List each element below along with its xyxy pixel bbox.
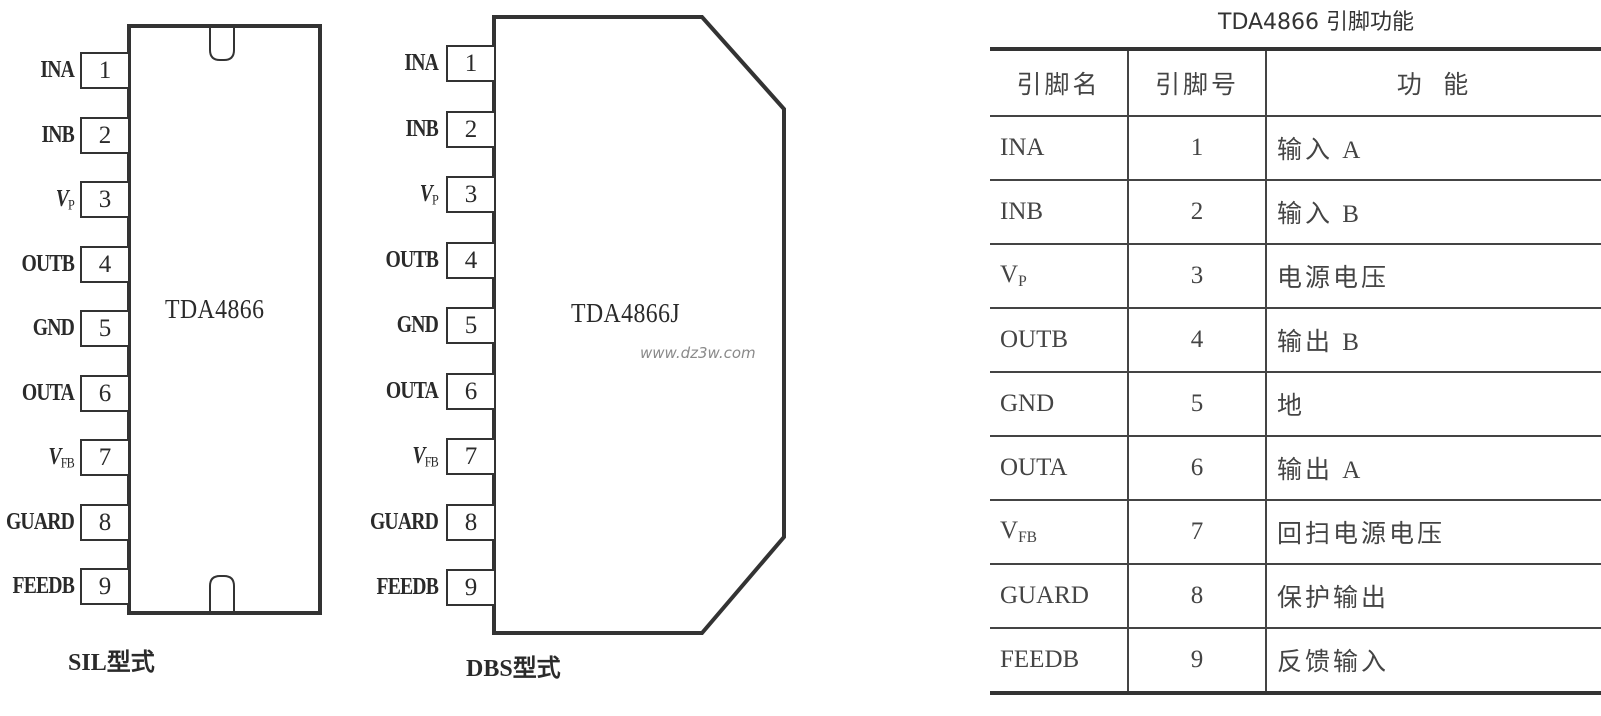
cell-pin-name: FEEDB [990, 627, 1128, 695]
pin-number-box: 9 [446, 569, 494, 606]
pin-number-box: 3 [446, 176, 494, 213]
cell-function: 地 [1266, 371, 1601, 437]
dbs-chip-name: TDA4866J [571, 298, 681, 328]
cell-function: 输出 B [1266, 307, 1601, 373]
pin-number-box: 4 [80, 245, 128, 283]
cell-pin-number: 4 [1127, 307, 1267, 373]
cell-pin-name: OUTB [990, 307, 1128, 373]
cell-pin-name: GND [990, 371, 1128, 437]
cell-pin-number: 3 [1127, 243, 1267, 309]
sil-caption: SIL型式 [68, 650, 155, 676]
pin-label: GND [396, 312, 439, 338]
pin-label: GUARD [5, 508, 75, 535]
sil-top-notch-icon [209, 26, 235, 61]
cell-pin-name: INA [990, 115, 1128, 181]
pin-number-box: 5 [80, 310, 128, 347]
pin-label: VP [419, 181, 439, 209]
cell-function: 输入 B [1266, 179, 1601, 245]
header-function: 功 能 [1266, 47, 1601, 117]
pin-number-box: 6 [446, 372, 494, 410]
pin-label: VFB [48, 444, 74, 472]
pin-label: VP [55, 186, 75, 214]
cell-pin-number: 2 [1127, 179, 1267, 245]
pin-number-box: 8 [446, 503, 494, 541]
dbs-caption: DBS型式 [466, 656, 561, 682]
cell-function: 电源电压 [1266, 243, 1601, 309]
cell-pin-number: 6 [1127, 435, 1267, 501]
pin-number-box: 8 [80, 503, 128, 541]
cell-pin-number: 5 [1127, 371, 1267, 437]
pin-label: FEEDB [376, 574, 438, 600]
pin-number-box: 4 [446, 241, 494, 279]
pin-number-box: 6 [80, 374, 128, 412]
sil-chip-body [127, 24, 322, 615]
pin-number-box: 7 [80, 439, 128, 476]
pin-number-box: 9 [80, 568, 128, 605]
pin-number-box: 1 [446, 45, 494, 82]
table-header-row: 引脚名 引脚号 功 能 [990, 47, 1601, 117]
pin-label: INB [405, 115, 438, 142]
cell-pin-number: 1 [1127, 115, 1267, 181]
pin-label: INA [404, 50, 438, 76]
cell-pin-number: 7 [1127, 499, 1267, 565]
sil-bottom-notch-icon [209, 575, 235, 612]
cell-pin-name: GUARD [990, 563, 1128, 629]
cell-function: 反馈输入 [1266, 627, 1601, 695]
pin-label: OUTB [385, 246, 439, 273]
pin-number-box: 3 [80, 181, 128, 218]
cell-pin-name: INB [990, 179, 1128, 245]
cell-pin-name: OUTA [990, 435, 1128, 501]
pin-number-box: 7 [446, 438, 494, 475]
pin-number-box: 2 [446, 110, 494, 148]
header-pin-name: 引脚名 [990, 47, 1128, 117]
dbs-chip-body [492, 15, 786, 635]
pin-number-box: 1 [80, 52, 128, 89]
pin-label: INB [41, 121, 74, 148]
pin-label: VFB [412, 443, 438, 471]
cell-pin-number: 9 [1127, 627, 1267, 695]
cell-pin-number: 8 [1127, 563, 1267, 629]
pin-label: OUTA [21, 379, 75, 406]
pin-label: OUTB [21, 250, 75, 277]
cell-function: 输入 A [1266, 115, 1601, 181]
pin-label: FEEDB [12, 573, 74, 599]
cell-function: 输出 A [1266, 435, 1601, 501]
cell-function: 回扫电源电压 [1266, 499, 1601, 565]
cell-function: 保护输出 [1266, 563, 1601, 629]
pin-label: OUTA [385, 377, 439, 404]
pin-number-box: 2 [80, 116, 128, 154]
pin-label: INA [40, 57, 74, 83]
sil-chip-name: TDA4866 [165, 294, 265, 324]
pin-label: GUARD [369, 508, 439, 535]
pin-label: GND [32, 315, 75, 341]
table-title: TDA4866 引脚功能 [1218, 10, 1415, 35]
watermark: www.dz3w.com [640, 344, 756, 362]
header-pin-number: 引脚号 [1127, 47, 1267, 117]
cell-pin-name: VP [990, 243, 1128, 309]
cell-pin-name: VFB [990, 499, 1128, 565]
pin-number-box: 5 [446, 307, 494, 344]
